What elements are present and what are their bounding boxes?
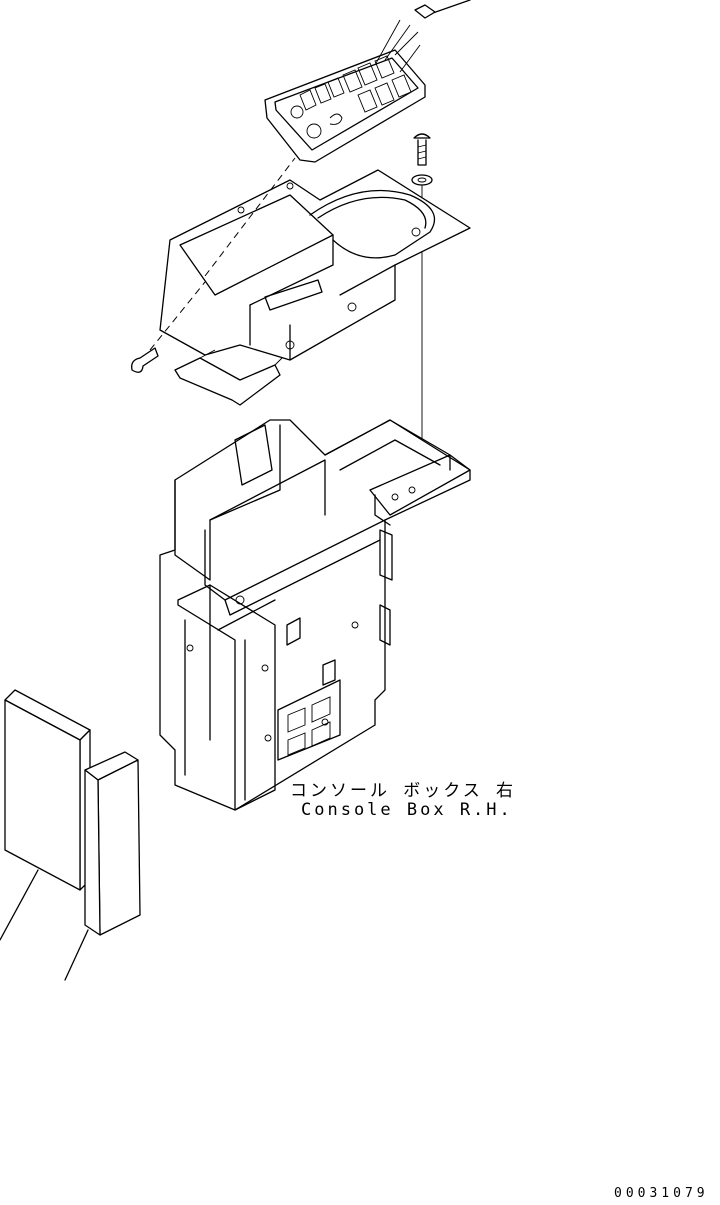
dashed-leader-2 <box>149 281 206 351</box>
screw-left <box>131 347 159 373</box>
part-name-japanese: コンソール ボックス 右 <box>290 781 516 801</box>
part-name-english: Console Box R.H. <box>301 800 513 820</box>
console-cover <box>159 169 471 406</box>
clip-part <box>414 4 436 19</box>
leader-pad-small <box>64 929 89 981</box>
leader-line-top <box>429 0 471 15</box>
foam-pad-small <box>84 751 141 936</box>
console-box-body <box>159 419 471 811</box>
foam-pad-large <box>4 689 91 891</box>
dashed-leader-1 <box>204 157 296 277</box>
switch-panel <box>264 19 426 163</box>
washer <box>411 174 433 186</box>
bolt <box>413 133 431 166</box>
leader-pad-large <box>0 869 39 941</box>
drawing-number: 00031079 <box>614 1186 709 1201</box>
